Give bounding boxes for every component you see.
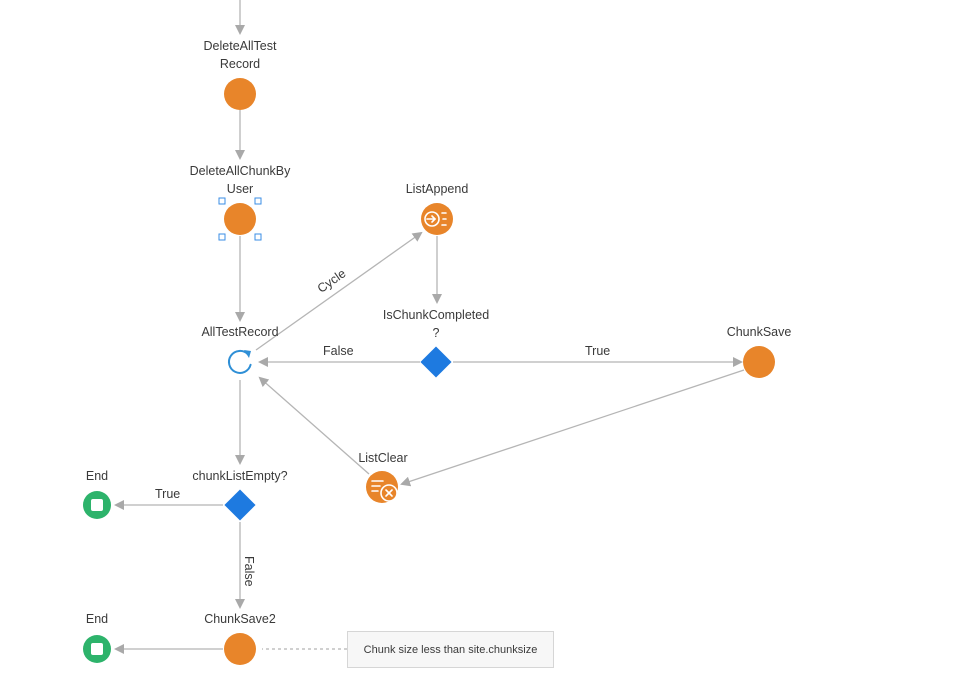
chunk-list-empty-node[interactable]	[224, 489, 256, 521]
list-append-label: ListAppend	[405, 182, 469, 196]
delete-all-chunk-by-user-node[interactable]	[224, 203, 256, 235]
edge-label-false-chunkempty: False	[242, 556, 256, 587]
end-2-label: End	[85, 612, 109, 626]
list-clear-node[interactable]	[366, 471, 398, 503]
chunk-list-empty-label: chunkListEmpty?	[192, 469, 288, 483]
comment-note-text: Chunk size less than site.chunksize	[363, 643, 538, 656]
connectors	[114, 0, 745, 654]
connector-listclear-to-foreach[interactable]	[258, 376, 370, 475]
list-clear-label: ListClear	[358, 451, 408, 465]
is-chunk-completed-label: IsChunkCompleted ?	[366, 306, 506, 342]
list-clear-icon	[371, 480, 384, 492]
label-line: User	[226, 182, 254, 196]
delete-all-chunk-by-user-label: DeleteAllChunkBy User	[170, 162, 310, 198]
label-line: Record	[219, 57, 261, 71]
delete-all-test-record-label: DeleteAllTest Record	[180, 37, 300, 73]
label-line: IsChunkCompleted	[382, 308, 490, 322]
list-append-icon	[424, 211, 447, 227]
comment-note[interactable]: Chunk size less than site.chunksize	[347, 631, 554, 668]
all-test-record-node[interactable]	[224, 346, 256, 378]
chunk-save-label: ChunkSave	[726, 325, 792, 339]
all-test-record-label: AllTestRecord	[201, 325, 279, 339]
label-line: ?	[432, 326, 440, 340]
edge-label-true-chunkempty: True	[155, 487, 181, 501]
connector-chunksave-to-listclear[interactable]	[400, 369, 745, 487]
stop-icon	[91, 499, 103, 511]
refresh-icon	[228, 349, 252, 374]
edge-label-true-ischunk: True	[585, 344, 611, 358]
end-1-label: End	[85, 469, 109, 483]
label-line: DeleteAllTest	[203, 39, 277, 53]
end-node-1[interactable]	[83, 491, 111, 519]
list-append-node[interactable]	[421, 203, 453, 235]
stop-icon	[91, 643, 103, 655]
edge-label-false-ischunk: False	[323, 344, 354, 358]
connector-cycle[interactable]	[255, 231, 423, 351]
delete-all-test-record-node[interactable]	[224, 78, 256, 110]
chunk-save-2-node[interactable]	[224, 633, 256, 665]
label-line: DeleteAllChunkBy	[189, 164, 291, 178]
chunk-save-node[interactable]	[743, 346, 775, 378]
chunk-save-2-label: ChunkSave2	[204, 612, 276, 626]
end-node-2[interactable]	[83, 635, 111, 663]
selection-handles[interactable]	[218, 197, 262, 241]
is-chunk-completed-node[interactable]	[420, 346, 452, 378]
